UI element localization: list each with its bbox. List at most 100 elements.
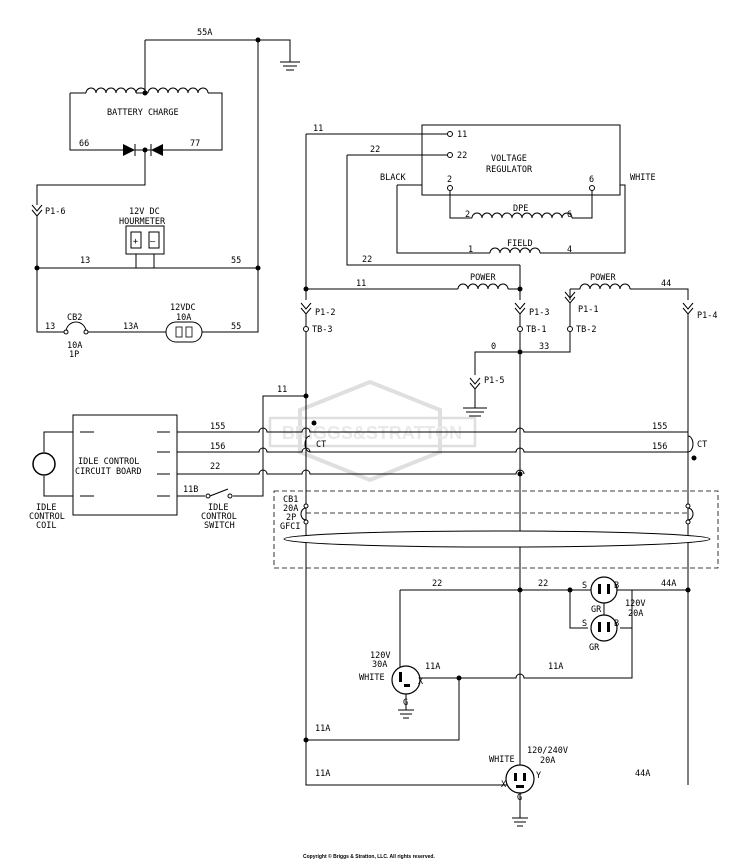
wire-label: 11 — [356, 279, 366, 289]
watermark-text: BRIGGS&STRATTON — [282, 423, 462, 443]
wire-label: 33 — [539, 342, 549, 352]
switch-label: IDLE — [208, 503, 228, 513]
wire-label: 156 — [652, 442, 667, 452]
receptacle-white: WHITE — [489, 755, 515, 765]
coil-label: CONTROL — [29, 512, 65, 522]
terminal-label: TB-3 — [312, 325, 332, 335]
cb2-label: CB2 — [67, 313, 82, 323]
outlets — [303, 576, 691, 827]
watermark: BRIGGS&STRATTON — [268, 379, 477, 483]
receptacle-rating: 120V — [370, 651, 390, 661]
wire-label: 44 — [661, 279, 671, 289]
vr-label: REGULATOR — [486, 165, 533, 175]
connector-label: P1-5 — [484, 376, 504, 386]
switch-label: SWITCH — [204, 521, 235, 531]
copyright-text: Copyright © Briggs & Stratton, LLC. All … — [303, 853, 435, 860]
receptacle-terminal: B — [614, 619, 619, 629]
wire-label: 0 — [491, 342, 496, 352]
receptacle-terminal: X — [501, 780, 507, 790]
black-label: BLACK — [380, 173, 406, 183]
wire-label: 11A — [315, 769, 330, 779]
wire-label: 11A — [548, 662, 563, 672]
receptacle-terminal: S — [582, 619, 587, 629]
wire-label: 13A — [123, 322, 138, 332]
terminal-label: TB-1 — [526, 325, 546, 335]
white-label: WHITE — [630, 173, 656, 183]
wire-label: 22 — [210, 462, 220, 472]
board-label: IDLE CONTROL — [78, 457, 139, 467]
wire-label: 155 — [652, 422, 667, 432]
cb1-label: GFCI — [280, 522, 300, 532]
ct-label: CT — [316, 440, 326, 450]
coil-label: IDLE — [36, 503, 56, 513]
board-label: CIRCUIT BOARD — [75, 467, 142, 477]
receptacle-terminal: B — [614, 581, 619, 591]
receptacle-rating: 120V — [625, 599, 645, 609]
wire-label: 55 — [231, 322, 241, 332]
cb2-rating: 10A — [67, 341, 82, 351]
wire-label: 11 — [313, 124, 323, 134]
connector-label: P1-3 — [529, 308, 549, 318]
wire-label: 13 — [80, 256, 90, 266]
wire-label: 77 — [190, 139, 200, 149]
terminal-label: TB-2 — [576, 325, 596, 335]
connector-label: P1-4 — [697, 311, 717, 321]
voltage-regulator-circuit — [300, 124, 694, 800]
receptacle-rating: 20A — [540, 756, 555, 766]
receptacle-terminal: GR — [589, 643, 600, 653]
connector-label: P1-2 — [315, 308, 335, 318]
wire-label: 22 — [362, 255, 372, 265]
vr-terminal: 6 — [589, 175, 594, 185]
vr-terminal: 2 — [447, 175, 452, 185]
cb2-poles: 1P — [69, 350, 79, 360]
hourmeter-label: 12V DC — [129, 207, 160, 217]
receptacle-120-240v — [505, 764, 535, 794]
hourmeter-label: HOURMETER — [119, 217, 166, 227]
vr-label: VOLTAGE — [491, 154, 527, 164]
receptacle-rating: 20A — [628, 609, 643, 619]
receptacle-white: WHITE — [359, 673, 385, 683]
field-terminal: 1 — [468, 245, 473, 255]
wire-label: 11B — [183, 485, 198, 495]
dpe-terminal: 2 — [465, 210, 470, 220]
switch-label: CONTROL — [201, 512, 237, 522]
wire-label: 156 — [210, 442, 225, 452]
cb1-label: 2P — [286, 513, 296, 523]
wire-label: 44A — [635, 769, 650, 779]
dpe-label: DPE — [513, 204, 528, 214]
field-label: FIELD — [507, 239, 533, 249]
wire-label: 155 — [210, 422, 225, 432]
wire-label: 44A — [661, 579, 676, 589]
cb1-label: 20A — [283, 504, 298, 514]
receptacle-terminal: G — [517, 793, 522, 803]
battery-charge-circuit — [31, 37, 300, 343]
wire-label: 55 — [231, 256, 241, 266]
wire-label: 22 — [432, 579, 442, 589]
receptacle-terminal: G — [403, 698, 408, 708]
vr-terminal: 11 — [457, 130, 467, 140]
wire-label: 66 — [79, 139, 89, 149]
receptacle-rating: 30A — [372, 660, 387, 670]
cb1-gfci — [273, 490, 719, 569]
ct-label: CT — [697, 440, 707, 450]
receptacle-terminal: X — [418, 677, 424, 687]
fuse-label: 10A — [176, 313, 191, 323]
receptacle-terminal: Y — [536, 771, 541, 781]
voltage-regulator-box — [421, 124, 621, 196]
fuse-label: 12VDC — [170, 303, 196, 313]
wire-label: 55A — [197, 28, 212, 38]
receptacle-rating: 120/240V — [527, 746, 568, 756]
connector-label: P1-6 — [45, 207, 65, 217]
battery-charge-label: BATTERY CHARGE — [107, 108, 179, 118]
vr-terminal: 22 — [457, 151, 467, 161]
labels: 55A BATTERY CHARGE 66 77 P1-6 12V DC HOU… — [29, 28, 717, 860]
plus-label: + — [133, 237, 138, 247]
wire-label: 22 — [538, 579, 548, 589]
wire-label: 11A — [425, 662, 440, 672]
receptacle-terminal: S — [582, 581, 587, 591]
dpe-terminal: 6 — [567, 210, 572, 220]
cb1-label: CB1 — [283, 495, 298, 505]
minus-label: — — [150, 237, 156, 247]
wire-label: 22 — [370, 145, 380, 155]
